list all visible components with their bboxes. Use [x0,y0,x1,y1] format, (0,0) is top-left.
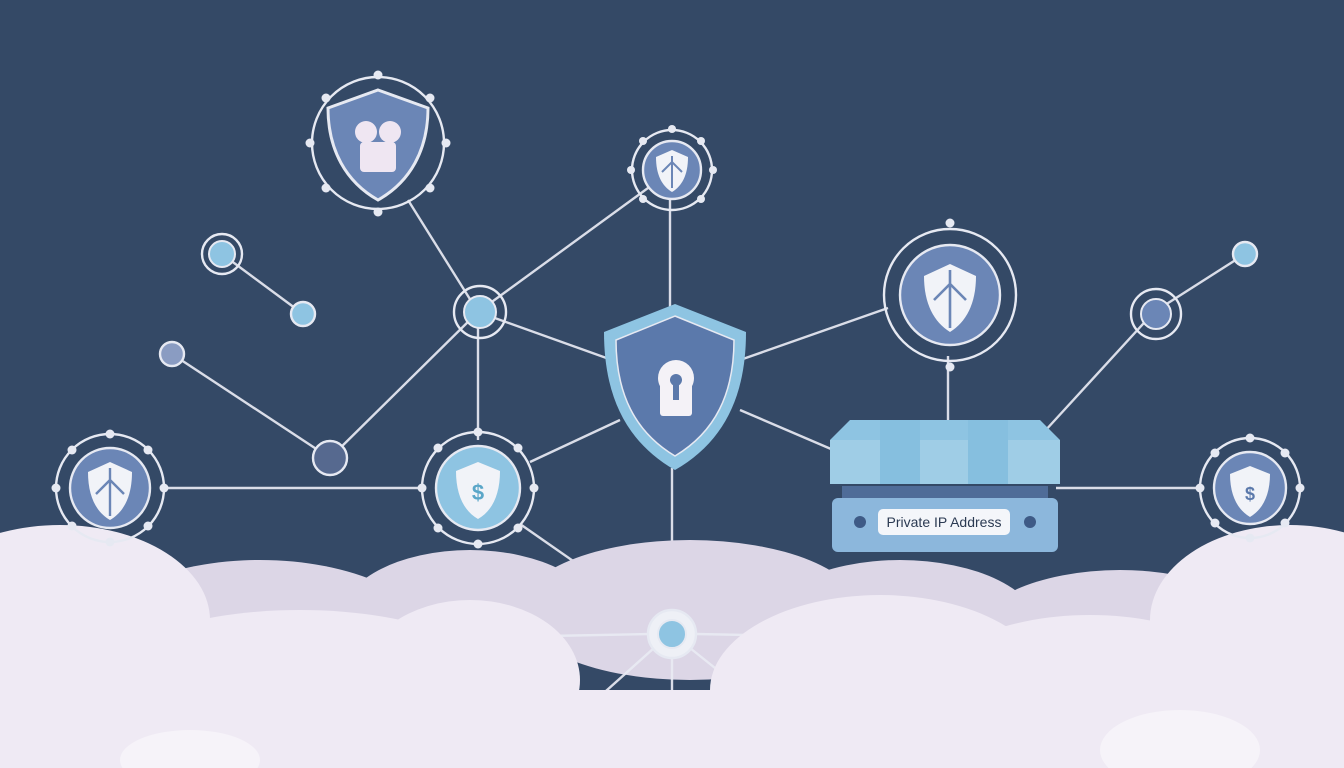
shield-node-right [882,218,1018,372]
dollar-node-right: $ [1195,433,1305,543]
svg-text:$: $ [472,480,484,505]
shield-icon [656,150,688,192]
shield-icon [88,462,132,520]
users-shield-icon [355,121,401,172]
small-node-right [1129,287,1183,341]
small-node-c [311,439,349,477]
small-node-far-right [1231,240,1259,268]
cloud-layer-front [0,525,1344,768]
hub-node-left [452,284,508,340]
private-ip-server: Private IP Address [830,420,1060,552]
small-node-a [289,300,317,328]
dollar-shield-icon: $ [1230,466,1270,517]
shield-icon [924,264,976,332]
connection-lines [164,171,1246,630]
dollar-node-center: $ [417,427,539,549]
dollar-shield-icon: $ [456,462,500,519]
shield-node-top [627,125,717,212]
shield-node-left [51,429,169,547]
bottom-hub-node [646,608,698,660]
private-ip-label: Private IP Address [887,514,1002,530]
small-node-b [158,340,186,368]
small-node-topleft [200,232,244,276]
small-nodes [158,232,1259,477]
svg-text:$: $ [1245,484,1255,504]
central-lock-shield [604,304,746,470]
lock-shield-icon [658,360,694,416]
users-shield-node [305,70,451,217]
private-ip-label-box [878,509,1010,535]
